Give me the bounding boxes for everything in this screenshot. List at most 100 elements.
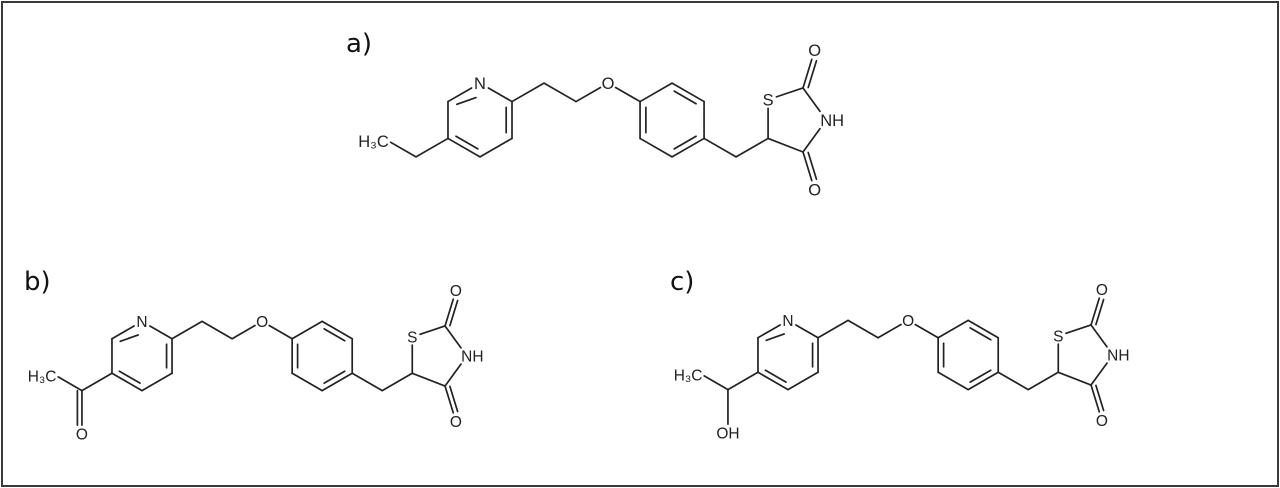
methyl-label: H₃C xyxy=(28,368,57,385)
methylene-bond xyxy=(735,137,769,158)
pyridine-bond xyxy=(447,87,473,103)
hydroxyl-label: OH xyxy=(716,426,739,443)
ring-bond xyxy=(1065,324,1092,335)
ether-oxygen-label: O xyxy=(256,314,268,331)
panel-label-c: c) xyxy=(670,267,694,297)
bond xyxy=(111,372,143,392)
pyridine-nitrogen-label: N xyxy=(474,75,486,93)
benzene-bond xyxy=(291,320,324,340)
benzene-bond xyxy=(321,320,354,340)
ether-bond xyxy=(575,86,602,103)
pyridine-nitrogen-label: N xyxy=(782,313,793,330)
methyl-bond xyxy=(389,141,417,158)
ethylene-bond xyxy=(201,320,233,340)
pyridine-bond xyxy=(795,324,819,339)
methylene-bond xyxy=(997,371,1030,391)
ether-oxygen-label: O xyxy=(602,75,615,93)
ether-bond xyxy=(268,324,293,340)
inner-double-bond xyxy=(765,333,786,342)
nh-label: NH xyxy=(820,112,844,130)
methylene-bond xyxy=(351,372,384,392)
methyl-bond xyxy=(703,375,729,391)
ring-bond xyxy=(1090,324,1108,348)
panel-label-b: b) xyxy=(24,267,51,297)
substituent-bond xyxy=(727,371,759,391)
ether-bond xyxy=(877,323,902,339)
carbonyl-double-bond xyxy=(1095,384,1105,412)
inner-double-bond xyxy=(323,370,346,384)
sulfur-label: S xyxy=(1053,328,1063,345)
carbonyl-bond xyxy=(1090,297,1101,326)
benzene-bond xyxy=(639,82,673,103)
carbonyl-oxygen-label: O xyxy=(808,182,821,200)
methylene-bond xyxy=(703,137,737,158)
ring-bond xyxy=(775,87,804,98)
carbonyl-double-bond xyxy=(449,385,459,413)
pyridine-bond xyxy=(487,87,513,103)
carbonyl-double-bond xyxy=(807,151,818,180)
ethylene-bond xyxy=(171,320,203,340)
carbonyl-oxygen-label: O xyxy=(1096,413,1108,430)
inner-double-bond xyxy=(764,369,787,383)
inner-double-bond xyxy=(119,334,140,343)
bond xyxy=(787,371,819,391)
substituent-bond xyxy=(415,137,449,158)
benzene-bond xyxy=(639,137,673,158)
substituent-bond xyxy=(81,372,113,392)
ring-bond xyxy=(1057,371,1092,386)
sulfur-label: S xyxy=(763,91,774,109)
inner-double-bond xyxy=(118,370,141,384)
carbonyl-oxygen-label: O xyxy=(450,283,462,300)
carbonyl-oxygen-label: O xyxy=(450,414,462,431)
benzene-bond xyxy=(967,371,1000,391)
methylene-bond xyxy=(1027,371,1060,391)
methyl-bond xyxy=(57,376,83,392)
inner-double-bond xyxy=(323,328,346,342)
benzene-bond xyxy=(671,82,705,103)
ketone-oxygen-label: O xyxy=(76,427,88,444)
ring-bond xyxy=(802,87,821,113)
ethylene-bond xyxy=(817,319,849,339)
carbonyl-bond xyxy=(444,385,455,414)
carbonyl-bond xyxy=(802,58,813,89)
panel-label-a: a) xyxy=(346,29,372,59)
ring-bond xyxy=(802,127,821,153)
molecule-ethyl: N O S NH O O H₃C xyxy=(358,42,844,200)
ether-bond xyxy=(231,324,256,340)
sulfur-label: S xyxy=(407,329,417,346)
nh-label: NH xyxy=(1107,347,1129,364)
inner-double-bond xyxy=(969,327,992,341)
inner-double-bond xyxy=(455,135,479,150)
carbonyl-bond xyxy=(444,298,455,327)
ring-bond xyxy=(767,137,804,153)
carbonyl-double-bond xyxy=(449,299,459,327)
benzene-bond xyxy=(967,319,1000,339)
benzene-bond xyxy=(937,319,970,339)
inner-double-bond xyxy=(673,135,697,150)
carbonyl-oxygen-label: O xyxy=(1096,282,1108,299)
benzene-bond xyxy=(321,372,354,392)
benzene-bond xyxy=(937,371,970,391)
ethylene-bond xyxy=(511,82,545,103)
methyl-label: H₃C xyxy=(674,367,703,384)
carbonyl-oxygen-label: O xyxy=(808,42,821,60)
bond xyxy=(757,371,789,391)
carbonyl-double-bond xyxy=(807,60,818,89)
methyl-label: H₃C xyxy=(358,133,389,151)
methylene-bond xyxy=(381,372,414,392)
ether-bond xyxy=(914,323,940,339)
ring-bond xyxy=(444,363,462,387)
ethylene-bond xyxy=(543,82,577,103)
carbonyl-double-bond xyxy=(1095,298,1105,326)
ethylene-bond xyxy=(847,319,879,339)
carbonyl-bond xyxy=(802,151,813,182)
pyridine-bond xyxy=(757,324,781,339)
bond xyxy=(447,137,481,158)
nh-label: NH xyxy=(461,348,483,365)
pyridine-bond xyxy=(111,325,135,340)
bond xyxy=(141,372,173,392)
ring-bond xyxy=(419,325,446,336)
inner-double-bond xyxy=(673,90,697,105)
